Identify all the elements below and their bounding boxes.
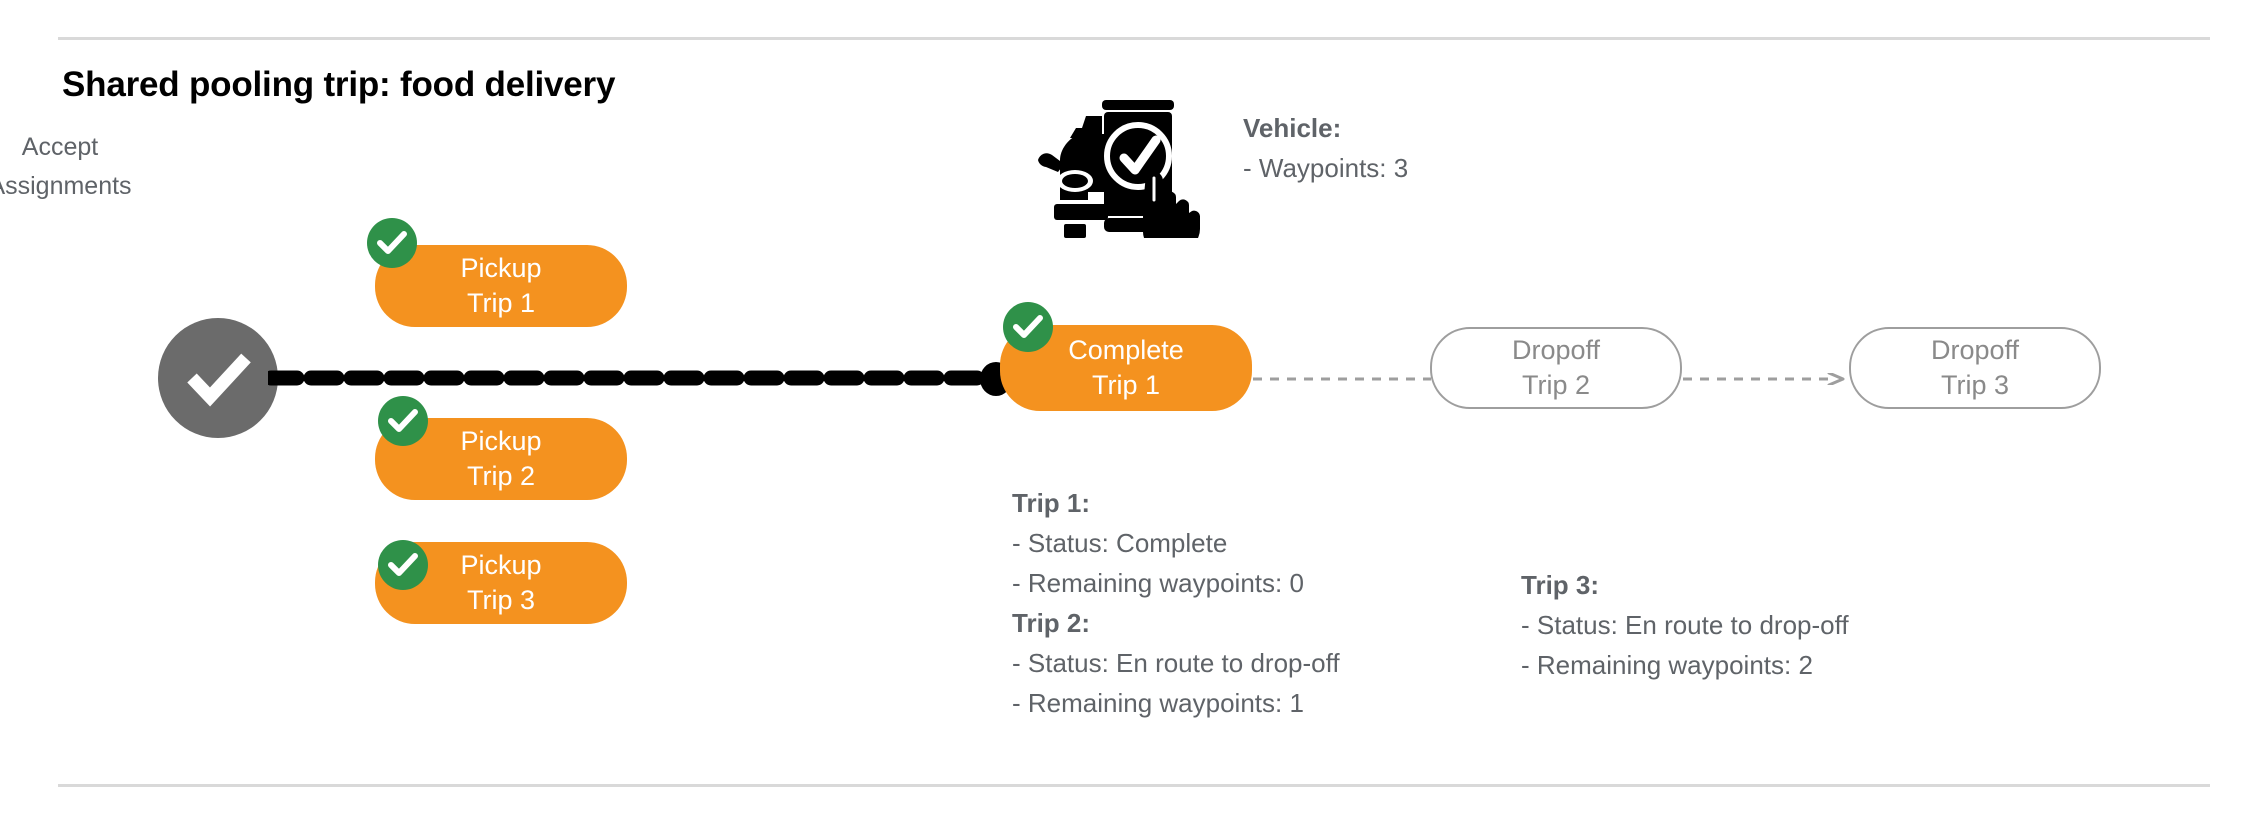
pickup-trip-3-line2: Trip 3: [466, 585, 535, 615]
dropoff-trip-3-node[interactable]: Dropoff Trip 3: [1849, 327, 2101, 409]
trip-3-waypoints: - Remaining waypoints: 2: [1521, 650, 1813, 680]
trip-2-heading: Trip 2:: [1012, 608, 1091, 638]
pickup-trip-3-line1: Pickup: [460, 550, 542, 580]
check-badge-pickup-trip-2: [378, 396, 428, 446]
dropoff-trip-2-line2: Trip 2: [1521, 370, 1590, 400]
trip-1-heading: Trip 1:: [1012, 488, 1091, 518]
divider-bottom: [58, 784, 2210, 787]
pickup-trip-2-line1: Pickup: [460, 426, 542, 456]
trip-details-3: Trip 3: - Status: En route to drop-off -…: [1521, 565, 1849, 685]
dropoff-trip-3-line2: Trip 3: [1940, 370, 2009, 400]
pickup-trip-1-line1: Pickup: [460, 253, 542, 283]
accept-assignments-label-line1: Accept: [21, 133, 99, 161]
connector-dropoff-trip-2-to-dropoff-trip-3: [1683, 371, 1850, 387]
dropoff-trip-2-node[interactable]: Dropoff Trip 2: [1430, 327, 1682, 409]
divider-top: [58, 37, 2210, 40]
assignments-dashed-connector: [263, 368, 1004, 388]
dropoff-trip-3-line1: Dropoff: [1930, 335, 2020, 365]
page-title: Shared pooling trip: food delivery: [62, 65, 616, 104]
accept-assignments-node[interactable]: [158, 318, 278, 438]
car-phone-check-icon: [1030, 88, 1201, 250]
trip-3-heading: Trip 3:: [1521, 570, 1600, 600]
trip-1-status: - Status: Complete: [1012, 528, 1228, 558]
connector-complete-to-dropoff-trip-2: [1253, 372, 1431, 384]
trip-2-status: - Status: En route to drop-off: [1012, 648, 1340, 678]
trip-2-waypoints: - Remaining waypoints: 1: [1012, 688, 1304, 718]
pickup-trip-2-node[interactable]: Pickup Trip 2: [375, 418, 627, 500]
check-circle-icon: [158, 318, 278, 438]
accept-assignments-label-line2: Assignments: [0, 172, 132, 200]
vehicle-callout: Vehicle: - Waypoints: 3: [1243, 108, 1408, 188]
check-badge-pickup-trip-1: [367, 218, 417, 268]
complete-trip-1-line2: Trip 1: [1091, 370, 1160, 400]
pickup-trip-1-line2: Trip 1: [466, 288, 535, 318]
pickup-trip-1-node[interactable]: Pickup Trip 1: [375, 245, 627, 327]
vehicle-callout-heading: Vehicle:: [1243, 113, 1342, 143]
vehicle-callout-detail: - Waypoints: 3: [1243, 153, 1409, 183]
check-badge-pickup-trip-3: [378, 540, 428, 590]
dropoff-trip-2-line1: Dropoff: [1511, 335, 1601, 365]
complete-trip-1-line1: Complete: [1068, 335, 1184, 365]
trip-details-1-2: Trip 1: - Status: Complete - Remaining w…: [1012, 483, 1340, 723]
trip-1-waypoints: - Remaining waypoints: 0: [1012, 568, 1304, 598]
trip-3-status: - Status: En route to drop-off: [1521, 610, 1849, 640]
pickup-trip-2-line2: Trip 2: [466, 461, 535, 491]
accept-assignments-label: Accept Assignments: [0, 128, 180, 206]
check-badge-complete-trip-1: [1003, 302, 1053, 352]
